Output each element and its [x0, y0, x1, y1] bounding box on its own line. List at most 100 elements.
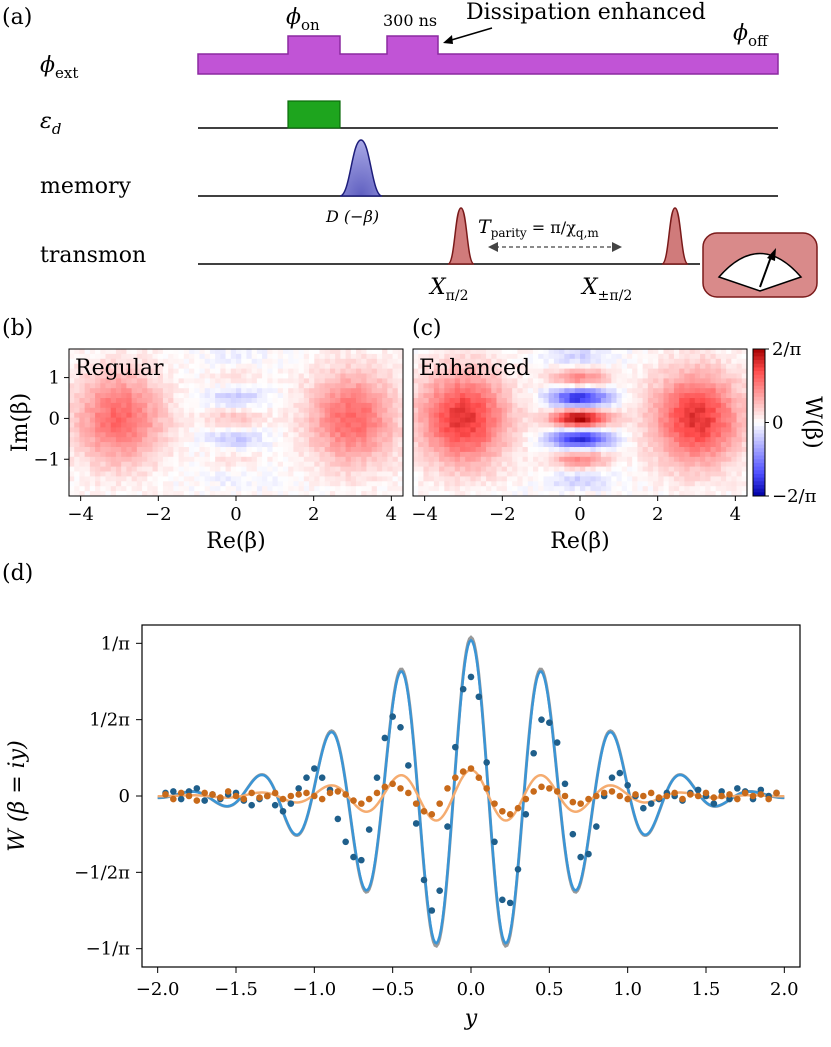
heatmap-cell — [679, 442, 685, 448]
heatmap-cell — [204, 486, 211, 492]
heatmap-cell — [715, 349, 722, 355]
heatmap-cell — [459, 402, 466, 409]
heatmap-cell — [69, 407, 75, 414]
heatmap-cell — [501, 476, 508, 482]
heatmap-cell — [585, 368, 591, 374]
heatmap-cell — [715, 407, 722, 414]
heatmap-cell — [726, 393, 732, 399]
heatmap-cell — [79, 358, 86, 365]
heatmap-cell — [741, 358, 748, 365]
heatmap-cell — [230, 349, 237, 355]
heatmap-cell — [632, 402, 638, 409]
heatmap-cell — [110, 481, 117, 487]
heatmap-cell — [293, 398, 300, 404]
heatmap-cell — [173, 368, 179, 374]
heatmap-cell — [314, 432, 320, 438]
heatmap-cell — [246, 461, 253, 467]
colorbar-segment — [753, 418, 765, 423]
heatmap-cell — [189, 398, 195, 404]
heatmap-cell — [293, 363, 300, 369]
heatmap-cell — [501, 393, 508, 399]
heatmap-cell — [194, 481, 200, 487]
heatmap-cell — [236, 427, 242, 433]
heatmap-cell — [694, 373, 701, 379]
heatmap-cell — [621, 432, 628, 438]
heatmap-cell — [653, 417, 659, 423]
heatmap-cell — [236, 437, 242, 443]
heatmap-cell — [121, 422, 127, 428]
heatmap-cell — [653, 388, 659, 394]
heatmap-cell — [736, 398, 743, 404]
heatmap-cell — [309, 363, 315, 369]
heatmap-cell — [720, 476, 727, 482]
heatmap-cell — [480, 363, 487, 369]
heatmap-cell — [449, 486, 456, 492]
heatmap-cell — [376, 427, 383, 433]
heatmap-cell — [126, 407, 133, 414]
heatmap-cell — [194, 349, 200, 355]
heatmap-cell — [319, 358, 326, 365]
heatmap-cell — [418, 466, 424, 472]
heatmap-cell — [215, 476, 221, 482]
heatmap-cell — [329, 461, 336, 467]
heatmap-cell — [548, 383, 555, 389]
heatmap-cell — [173, 442, 179, 448]
heatmap-cell — [595, 412, 602, 418]
heatmap-cell — [142, 358, 148, 365]
heatmap-cell — [626, 368, 633, 374]
heatmap-cell — [637, 476, 644, 482]
x-tick-label: −4 — [411, 504, 438, 525]
heatmap-cell — [115, 427, 122, 433]
heatmap-cell — [512, 437, 518, 443]
heatmap-cell — [230, 442, 237, 448]
heatmap-cell — [267, 422, 273, 428]
heatmap-cell — [413, 466, 419, 472]
heatmap-cell — [371, 412, 378, 418]
heatmap-cell — [595, 456, 602, 463]
heatmap-cell — [433, 363, 440, 369]
heatmap-cell — [131, 456, 138, 463]
heatmap-cell — [136, 427, 143, 433]
heatmap-cell — [663, 437, 670, 443]
heatmap-cell — [433, 456, 440, 463]
heatmap-cell — [121, 358, 127, 365]
heatmap-cell — [527, 353, 534, 360]
heatmap-cell — [230, 486, 237, 492]
heatmap-cell — [736, 481, 743, 487]
heatmap-image — [69, 349, 404, 497]
heatmap-cell — [454, 417, 461, 423]
heatmap-cell — [454, 437, 461, 443]
heatmap-cell — [590, 451, 597, 458]
heatmap-cell — [491, 358, 497, 365]
heatmap-cell — [220, 412, 226, 418]
series-1-point — [506, 899, 514, 907]
heatmap-cell — [382, 407, 388, 414]
heatmap-cell — [653, 461, 659, 467]
heatmap-cell — [673, 481, 680, 487]
heatmap-cell — [731, 427, 737, 433]
heatmap-cell — [340, 442, 346, 448]
heatmap-cell — [621, 476, 628, 482]
heatmap-cell — [689, 447, 696, 453]
heatmap-cell — [309, 388, 315, 394]
heatmap-cell — [580, 466, 586, 472]
heatmap-cell — [700, 491, 706, 497]
heatmap-cell — [340, 456, 346, 463]
heatmap-cell — [387, 466, 393, 472]
heatmap-cell — [715, 427, 722, 433]
heatmap-cell — [606, 481, 612, 487]
series-1-fit-line — [157, 638, 785, 945]
heatmap-cell — [527, 398, 534, 404]
heatmap-cell — [496, 383, 503, 389]
heatmap-cell — [345, 422, 352, 428]
heatmap-cell — [538, 471, 544, 477]
heatmap-cell — [241, 412, 247, 418]
heatmap-cell — [423, 451, 430, 458]
heatmap-cell — [475, 451, 482, 458]
heatmap-cell — [439, 358, 445, 365]
heatmap-cell — [465, 378, 471, 384]
heatmap-cell — [720, 432, 727, 438]
heatmap-cell — [731, 393, 737, 399]
heatmap-cell — [162, 427, 169, 433]
heatmap-cell — [152, 437, 159, 443]
